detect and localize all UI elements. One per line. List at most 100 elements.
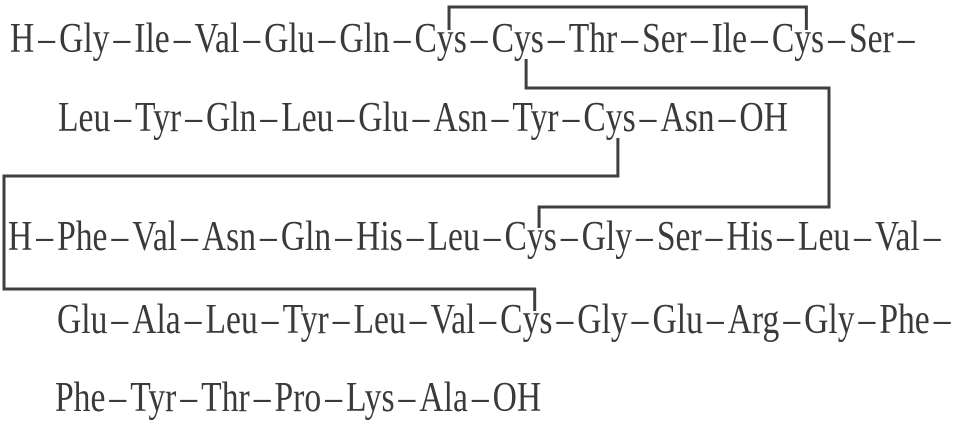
peptide-bond-dash: – (243, 16, 261, 62)
peptide-bond-dash: – (261, 297, 279, 343)
residue-asn: Asn (201, 214, 257, 260)
peptide-bond-dash: – (412, 95, 430, 141)
residue-ser: Ser (642, 16, 687, 62)
residue-phe: Phe (55, 375, 106, 421)
peptide-bond-dash: – (933, 297, 951, 343)
residue-thr: Thr (568, 16, 618, 62)
residue-cys-a20: Cys (583, 95, 636, 141)
peptide-bond-dash: – (185, 95, 203, 141)
residue-ser: Ser (848, 16, 894, 62)
residue-leu: Leu (205, 297, 258, 343)
residue-gly: Gly (577, 297, 628, 343)
sequence-row-a-chain-2: Leu–Tyr–Gln–Leu–Glu–Asn–Tyr–Cys–Asn–OH (58, 97, 788, 139)
residue-his: His (356, 214, 403, 260)
peptide-bond-dash: – (690, 16, 708, 62)
peptide-bond-dash: – (483, 214, 501, 260)
peptide-bond-dash: – (260, 214, 277, 260)
residue-phe: Phe (879, 297, 930, 343)
residue-cys-a11: Cys (771, 16, 825, 62)
peptide-bond-dash: – (751, 16, 768, 62)
peptide-bond-dash: – (783, 297, 801, 343)
residue-glu: Glu (57, 297, 108, 343)
residue-ile: Ile (711, 16, 748, 62)
residue-gln: Gln (280, 214, 332, 260)
carboxyl-terminus-label: OH (739, 95, 788, 141)
peptide-bond-dash: – (180, 375, 198, 421)
peptide-bond-dash: – (706, 297, 724, 343)
sequence-row-b-chain-1: H–Phe–Val–Asn–Gln–His–Leu–Cys–Gly–Ser–Hi… (8, 216, 945, 258)
peptide-bond-dash: – (854, 214, 871, 260)
residue-cys-a7: Cys (491, 16, 544, 62)
peptide-bond-dash: – (173, 16, 191, 62)
peptide-bond-dash: – (113, 16, 131, 62)
residue-ala: Ala (419, 375, 468, 421)
peptide-bond-dash: – (109, 375, 127, 421)
peptide-bond-dash: – (253, 375, 271, 421)
residue-leu: Leu (281, 95, 334, 141)
residue-ile: Ile (134, 16, 170, 62)
residue-asn: Asn (433, 95, 488, 141)
peptide-bond-dash: – (491, 95, 509, 141)
residue-pro: Pro (274, 375, 322, 421)
peptide-bond-dash: – (858, 297, 876, 343)
peptide-bond-dash: – (332, 297, 350, 343)
peptide-bond-dash: – (560, 214, 578, 260)
residue-leu: Leu (353, 297, 406, 343)
peptide-bond-dash: – (36, 214, 54, 260)
peptide-bond-dash: – (636, 214, 653, 260)
peptide-bond-dash: – (897, 16, 915, 62)
residue-glu: Glu (264, 16, 315, 62)
residue-phe: Phe (57, 214, 108, 260)
peptide-bond-dash: – (335, 214, 353, 260)
peptide-bond-dash: – (828, 16, 845, 62)
residue-gly: Gly (804, 297, 855, 343)
peptide-bond-dash: – (562, 95, 580, 141)
residue-leu: Leu (58, 95, 111, 141)
peptide-bond-dash: – (184, 297, 202, 343)
residue-gly: Gly (581, 214, 633, 260)
peptide-bond-dash: – (621, 16, 639, 62)
residue-val: Val (132, 214, 178, 260)
residue-val: Val (194, 16, 240, 62)
residue-tyr: Tyr (282, 297, 329, 343)
peptide-bond-dash: – (556, 297, 574, 343)
peptide-bond-dash: – (470, 16, 488, 62)
disulfide-bond-a7-b7 (524, 59, 831, 228)
residue-tyr: Tyr (135, 95, 182, 141)
residue-gln: Gln (339, 16, 390, 62)
residue-val: Val (874, 214, 920, 260)
residue-ala: Ala (132, 297, 181, 343)
peptide-bond-dash: – (705, 214, 723, 260)
residue-arg: Arg (727, 297, 780, 343)
peptide-bond-dash: – (777, 214, 794, 260)
residue-his: His (726, 214, 774, 260)
residue-ser: Ser (656, 214, 702, 260)
peptide-bond-dash: – (631, 297, 649, 343)
peptide-bond-dash: – (409, 297, 427, 343)
peptide-bond-dash: – (318, 16, 336, 62)
residue-tyr: Tyr (130, 375, 177, 421)
residue-thr: Thr (201, 375, 250, 421)
sequence-row-b-chain-2: Glu–Ala–Leu–Tyr–Leu–Val–Cys–Gly–Glu–Arg–… (57, 299, 955, 341)
peptide-bond-dash: – (114, 95, 132, 141)
residue-leu: Leu (427, 214, 480, 260)
residue-glu: Glu (652, 297, 703, 343)
peptide-bond-dash: – (111, 214, 129, 260)
peptide-bond-dash: – (406, 214, 424, 260)
peptide-bond-dash: – (923, 214, 941, 260)
peptide-bond-dash: – (547, 16, 565, 62)
residue-asn: Asn (660, 95, 715, 141)
residue-glu: Glu (358, 95, 409, 141)
sequence-row-a-chain-1: H–Gly–Ile–Val–Glu–Gln–Cys–Cys–Thr–Ser–Il… (10, 18, 919, 60)
residue-gly: Gly (59, 16, 110, 62)
peptide-bond-dash: – (260, 95, 278, 141)
carboxyl-terminus-label: OH (492, 375, 542, 421)
peptide-bond-dash: – (471, 375, 489, 421)
residue-cys-b19: Cys (500, 297, 553, 343)
peptide-bond-dash: – (181, 214, 198, 260)
peptide-bond-dash: – (718, 95, 736, 141)
residue-val: Val (430, 297, 476, 343)
residue-cys-b7: Cys (504, 214, 557, 260)
